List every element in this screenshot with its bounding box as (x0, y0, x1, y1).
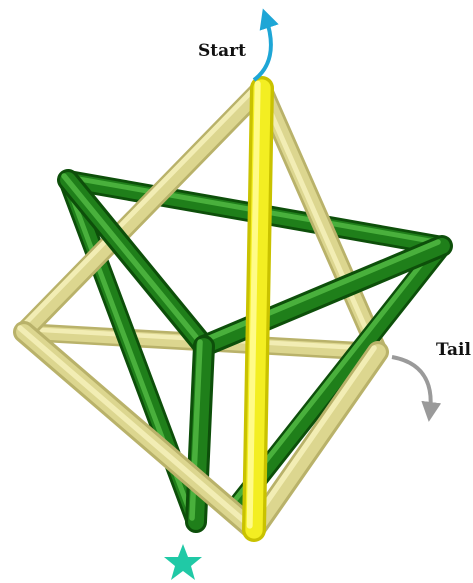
tail-label: Tail (436, 340, 471, 360)
tan-rod-right-bottom (250, 348, 378, 530)
start-label: Start (198, 41, 246, 61)
start-arrow-icon (254, 18, 271, 80)
tail-arrow-icon (392, 357, 431, 412)
middle-rods-group (20, 84, 442, 522)
star-icon (164, 544, 202, 580)
yellow-rod-vertical (250, 84, 262, 530)
